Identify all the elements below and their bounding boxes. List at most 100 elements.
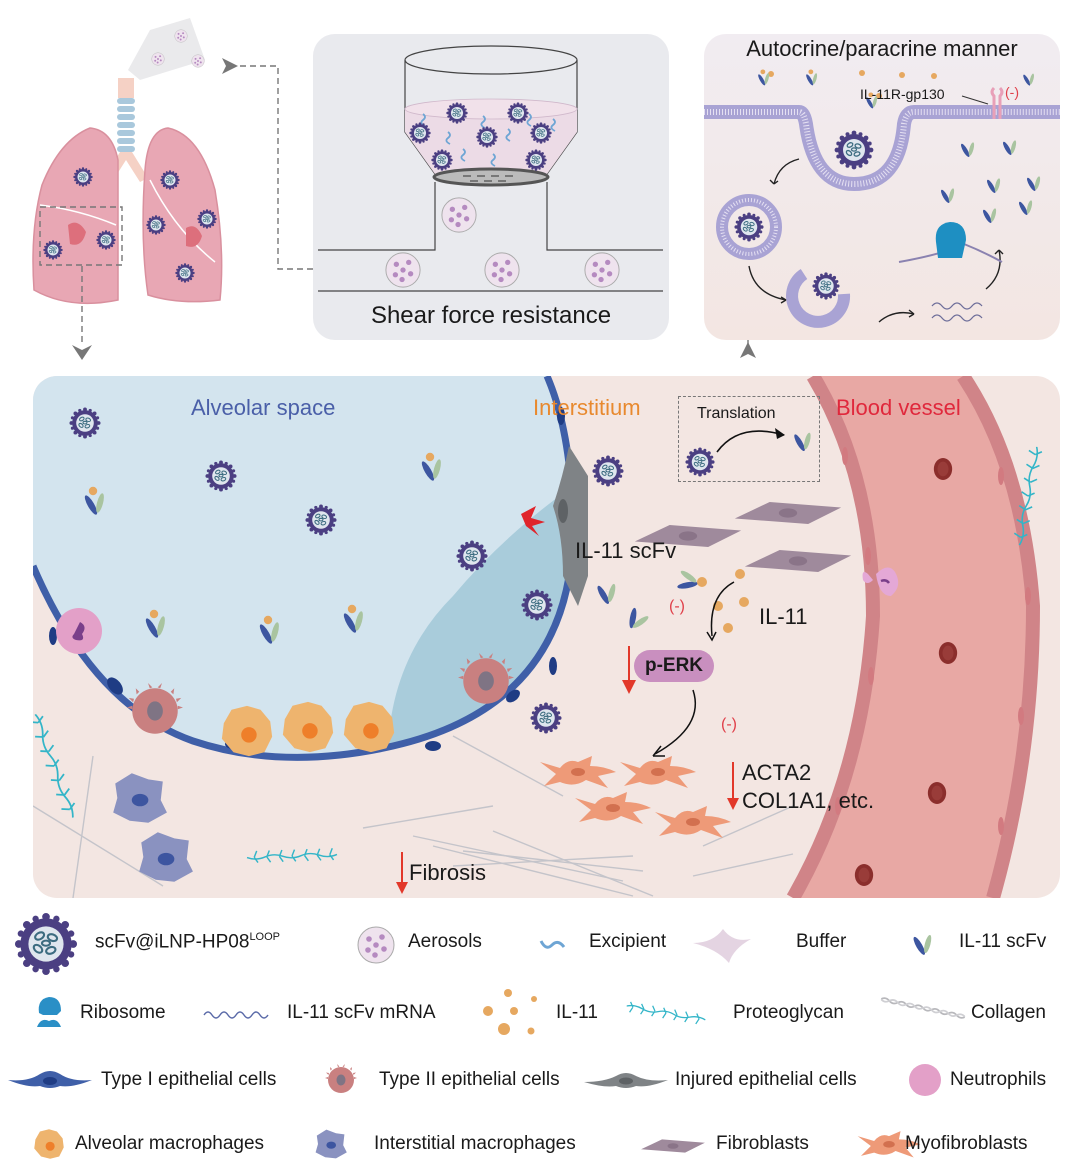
myofibroblast-icon bbox=[618, 754, 698, 794]
legend-label: Collagen bbox=[971, 1002, 1046, 1023]
type2-epithelial-icon bbox=[325, 1064, 357, 1096]
legend-label: Neutrophils bbox=[950, 1069, 1047, 1090]
nanoparticle-icon bbox=[521, 589, 553, 621]
red-blood-cell-icon bbox=[853, 862, 875, 888]
legend-label-text: scFv@iLNP-HP08 bbox=[95, 931, 250, 953]
legend-row: Ribosome IL-11 scFv mRNA IL-11 Proteogly… bbox=[0, 989, 1080, 1035]
scfv-bound-icon bbox=[255, 612, 285, 646]
genes-label-line2: COL1A1, etc. bbox=[742, 788, 875, 813]
fibrosis-label: Fibrosis bbox=[409, 860, 487, 885]
red-blood-cell-icon bbox=[937, 640, 959, 666]
scfv-icon bbox=[984, 174, 1004, 196]
legend-label: Aerosols bbox=[408, 931, 482, 952]
inhibit-label: (-) bbox=[669, 598, 685, 615]
nebulizer-illustration bbox=[318, 45, 663, 292]
legend-label: IL-11 scFv mRNA bbox=[287, 1002, 436, 1023]
legend-row: Type I epithelial cells Type II epitheli… bbox=[0, 1062, 1080, 1102]
nanoparticle-icon bbox=[14, 912, 78, 976]
proteoglycan-icon bbox=[237, 845, 348, 867]
legend-label: Type II epithelial cells bbox=[379, 1069, 560, 1090]
nanoparticle-icon bbox=[530, 122, 552, 144]
scfv-icon bbox=[958, 138, 978, 160]
fibroblast-icon bbox=[733, 498, 843, 528]
inhibit-label: (-) bbox=[721, 716, 737, 733]
nanoparticle-icon bbox=[812, 272, 840, 300]
scfv-icon bbox=[1000, 136, 1020, 158]
shear-force-panel: Shear force resistance bbox=[313, 34, 669, 340]
legend-row: scFv@iLNP-HP08LOOP Aerosols Excipient Bu… bbox=[0, 923, 1080, 963]
legend-label: Interstitial macrophages bbox=[374, 1133, 576, 1154]
legend-label: Alveolar macrophages bbox=[75, 1133, 265, 1154]
region-label-blood-vessel: Blood vessel bbox=[836, 395, 961, 420]
autocrine-panel: Autocrine/paracrine manner IL-11R-gp13 bbox=[704, 34, 1060, 340]
legend-label: Excipient bbox=[589, 931, 667, 952]
perk-label: p-ERK bbox=[644, 655, 704, 676]
translation-label: Translation bbox=[697, 405, 776, 422]
interstitial-macrophage-icon bbox=[107, 767, 169, 829]
legend-label: scFv@iLNP-HP08LOOP bbox=[95, 931, 280, 953]
legend-label: Proteoglycan bbox=[733, 1002, 844, 1023]
injured-epithelial-icon bbox=[584, 1073, 668, 1088]
down-arrow-fibrosis bbox=[396, 852, 408, 894]
scfv-bound-icon bbox=[80, 483, 110, 517]
scfv-icon bbox=[593, 578, 621, 608]
fibroblast-icon bbox=[640, 1135, 706, 1157]
scfv-bound-icon bbox=[756, 67, 772, 87]
aerosol-icon bbox=[356, 925, 396, 965]
lungs-illustration bbox=[0, 0, 310, 360]
aerosol-icon bbox=[483, 251, 521, 289]
type1-epithelial-icon bbox=[8, 1071, 92, 1088]
region-label-interstitium: Interstitium bbox=[533, 395, 641, 420]
legend-label: Myofibroblasts bbox=[905, 1133, 1028, 1154]
nanoparticle-icon bbox=[409, 122, 431, 144]
interstitial-macrophage-icon bbox=[133, 826, 195, 888]
alveolar-macrophage-icon bbox=[279, 698, 337, 756]
legend-label: Ribosome bbox=[80, 1002, 166, 1023]
interstitial-macrophage-icon bbox=[312, 1126, 348, 1162]
nanoparticle-icon bbox=[476, 126, 498, 148]
aerosol-icon bbox=[583, 251, 621, 289]
nanoparticle-icon bbox=[305, 504, 337, 536]
nanoparticle-icon bbox=[530, 702, 562, 734]
il11-icon bbox=[483, 989, 537, 1035]
scfv-icon bbox=[910, 929, 936, 959]
proteoglycan-icon bbox=[625, 997, 707, 1029]
nanoparticle-icon bbox=[69, 407, 101, 439]
connector-arrow-shear-to-lung bbox=[222, 58, 756, 358]
nanoparticle-icon bbox=[205, 460, 237, 492]
excipient-icon bbox=[539, 940, 566, 949]
nanoparticle-icon bbox=[592, 455, 624, 487]
scfv-icon bbox=[1020, 70, 1038, 88]
perk-node: p-ERK bbox=[634, 650, 714, 682]
ribosome-icon bbox=[37, 997, 61, 1027]
legend-label: Buffer bbox=[796, 931, 847, 952]
alveolar-macrophage-icon bbox=[340, 698, 398, 756]
down-arrow-genes bbox=[727, 762, 739, 810]
aerosol-icon bbox=[440, 196, 478, 234]
nanoparticle-icon bbox=[446, 102, 468, 124]
type2-epithelial-icon bbox=[458, 653, 514, 709]
neutrophil-nucleus bbox=[72, 622, 85, 641]
nanoparticle-icon bbox=[431, 149, 453, 171]
scfv-icon bbox=[1024, 172, 1044, 194]
legend-label: Injured epithelial cells bbox=[675, 1069, 857, 1090]
legend: scFv@iLNP-HP08LOOP Aerosols Excipient Bu… bbox=[0, 915, 1080, 1171]
nanoparticle-icon bbox=[834, 130, 874, 170]
legend-label-sup: LOOP bbox=[249, 931, 281, 943]
legend-row: Alveolar macrophages Interstitial macrop… bbox=[0, 1125, 1080, 1165]
red-blood-cell-icon bbox=[932, 456, 954, 482]
myofibroblast-icon bbox=[653, 804, 733, 844]
autocrine-title: Autocrine/paracrine manner bbox=[746, 36, 1018, 61]
nanoparticle-icon bbox=[507, 102, 529, 124]
scfv-label: IL-11 scFv bbox=[575, 538, 677, 563]
type2-epithelial-icon bbox=[127, 683, 183, 739]
scfv-icon bbox=[938, 184, 958, 206]
down-arrow-perk bbox=[622, 646, 636, 694]
myofibroblast-icon bbox=[538, 754, 618, 794]
scfv-icon bbox=[791, 427, 815, 455]
cell-membrane bbox=[704, 70, 1060, 328]
scfv-bound-icon bbox=[339, 601, 369, 635]
left-lung bbox=[32, 127, 223, 360]
il11-label: IL-11 bbox=[759, 604, 808, 629]
receptor-inhibit-label: (-) bbox=[1005, 84, 1019, 100]
